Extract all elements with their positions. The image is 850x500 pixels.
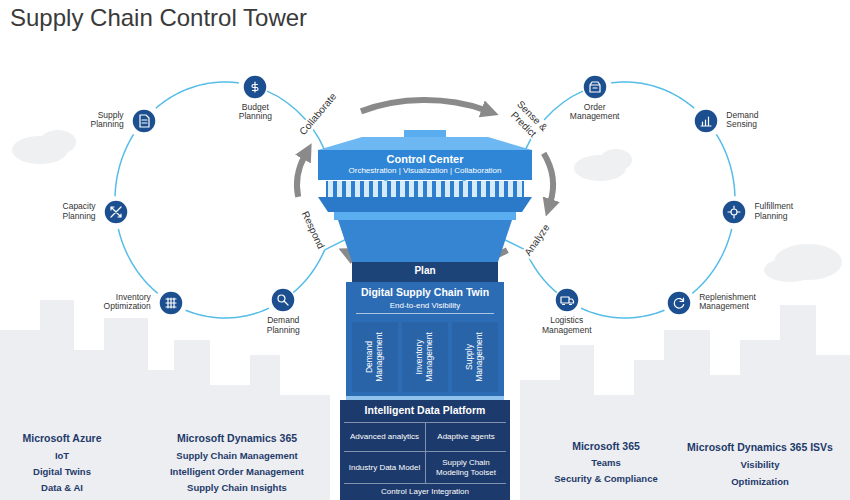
- icon-circle: [103, 199, 129, 225]
- icon-circle: [693, 108, 719, 134]
- process-circle: Replenishment Management: [666, 290, 692, 316]
- node-subtitle: End-to-end Visibility: [356, 301, 494, 315]
- diagram-title: Supply Chain Control Tower: [10, 4, 307, 32]
- cycle-label: Collaborate: [296, 89, 340, 139]
- process-circle: Logistics Management: [554, 287, 580, 313]
- tower: [318, 130, 532, 400]
- circle-label: Fulfillment Planning: [754, 203, 793, 223]
- platform-cell: Adaptive agents: [425, 422, 506, 451]
- node-heading: Industry Data Model: [346, 463, 424, 472]
- platform-heading: Microsoft Azure: [23, 432, 102, 444]
- process-circle: Demand Sensing: [693, 108, 719, 134]
- circle-label: Budget Planning: [239, 103, 272, 123]
- integration-bar: Control Layer Integration: [344, 483, 506, 500]
- platform-item: Teams: [591, 457, 620, 468]
- node-heading: Plan: [352, 265, 498, 277]
- icon-circle: [582, 74, 608, 100]
- loop-connector: [611, 82, 694, 108]
- node-heading: Control Center: [318, 153, 532, 166]
- platform-item: Optimization: [731, 476, 789, 487]
- process-circle: Supply Planning: [131, 108, 157, 134]
- loop-connector: [716, 134, 735, 196]
- node-heading: Demand Management: [365, 324, 385, 390]
- node-heading: Supply Management: [465, 324, 485, 390]
- icon-circle: [270, 287, 296, 313]
- control-center-band: Control CenterOrchestration | Visualizat…: [318, 150, 532, 180]
- node-heading: Digital Supply Chain Twin: [346, 286, 504, 299]
- icon-circle: [721, 199, 747, 225]
- platform-item: Intelligent Order Management: [170, 466, 304, 477]
- platform-item: IoT: [55, 450, 69, 461]
- process-circle: Order Management: [582, 74, 608, 100]
- loop-connector: [581, 308, 664, 318]
- module-cell: Demand Management: [352, 322, 398, 392]
- process-circle: Capacity Planning: [103, 199, 129, 225]
- platform-cell: Advanced analytics: [344, 422, 425, 451]
- loop-connector: [115, 134, 134, 196]
- circle-label: Order Management: [570, 103, 620, 123]
- loop-connector: [692, 229, 731, 294]
- circle-label: Capacity Planning: [63, 203, 96, 223]
- process-circle: Demand Planning: [270, 287, 296, 313]
- node-heading: Advanced analytics: [347, 432, 422, 441]
- loop-connector: [185, 308, 268, 318]
- loop-line: [255, 87, 594, 301]
- plan-band: Plan: [352, 262, 498, 282]
- node-subtitle: Orchestration | Visualization | Collabor…: [318, 166, 532, 176]
- platform-heading: Microsoft Dynamics 365: [177, 432, 297, 444]
- platform-heading: Microsoft Dynamics 365 ISVs: [687, 441, 833, 453]
- platform-item: Supply Chain Insights: [187, 482, 287, 493]
- circle-label: Supply Planning: [91, 111, 124, 131]
- circle-label: Demand Sensing: [726, 111, 758, 131]
- platform-heading: Microsoft 365: [572, 440, 640, 452]
- circle-label: Inventory Optimization: [104, 293, 151, 313]
- circle-label: Logistics Management: [542, 316, 592, 336]
- skyline: [0, 300, 850, 500]
- loop-connector: [118, 229, 157, 294]
- icon-circle: [242, 74, 268, 100]
- cycle-label: Respond: [298, 208, 327, 253]
- process-circle: Fulfillment Planning: [721, 199, 747, 225]
- node-heading: Control Layer Integration: [378, 487, 472, 496]
- loop-connector: [156, 82, 239, 108]
- cycle-label: Analyze: [521, 220, 553, 259]
- data-platform-panel: Intelligent Data PlatformAdvanced analyt…: [340, 400, 510, 500]
- platform-cell: Industry Data Model: [344, 451, 425, 483]
- circle-label: Demand Planning: [267, 316, 300, 336]
- twin-panel: Digital Supply Chain TwinEnd-to-end Visi…: [346, 282, 504, 396]
- platform-item: Visibility: [741, 459, 780, 470]
- platform-cell: Supply Chain Modeling Toolset: [425, 451, 506, 483]
- node-heading: Intelligent Data Platform: [340, 404, 510, 417]
- process-circle: Inventory Optimization: [158, 290, 184, 316]
- icon-circle: [158, 290, 184, 316]
- cycle-arrows: [297, 100, 553, 270]
- module-cell: Supply Management: [452, 322, 498, 392]
- icon-circle: [554, 287, 580, 313]
- platform-item: Data & AI: [41, 482, 83, 493]
- platform-item: Supply Chain Management: [176, 450, 297, 461]
- node-heading: Adaptive agents: [434, 432, 497, 441]
- icon-circle: [666, 290, 692, 316]
- clouds: [12, 130, 842, 282]
- node-heading: Inventory Management: [415, 324, 435, 390]
- platform-item: Digital Twins: [33, 466, 91, 477]
- cycle-label: Sense & Predict: [503, 95, 553, 145]
- process-circle: Budget Planning: [242, 74, 268, 100]
- node-heading: Supply Chain Modeling Toolset: [426, 458, 506, 476]
- icon-circle: [131, 108, 157, 134]
- circle-label: Replenishment Management: [699, 293, 756, 313]
- module-cell: Inventory Management: [402, 322, 448, 392]
- platform-item: Security & Compliance: [554, 473, 657, 484]
